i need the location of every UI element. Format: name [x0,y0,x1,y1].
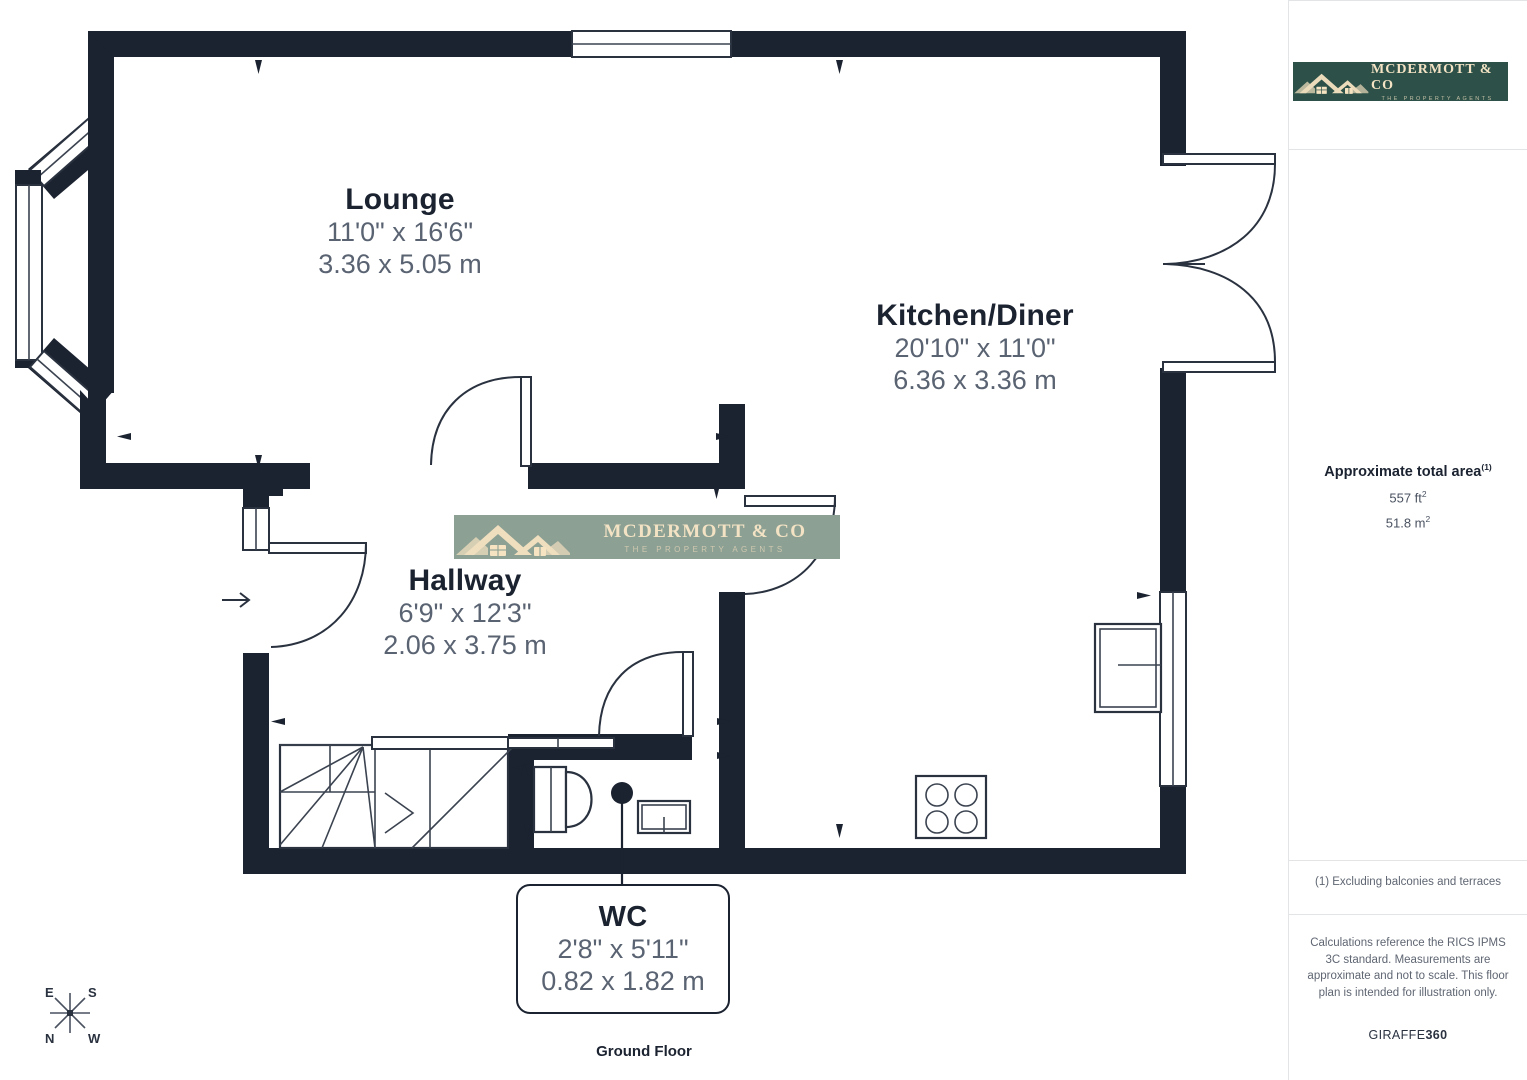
wc-fixtures [532,765,692,835]
provider-credit: GIRAFFE360 [1289,1028,1527,1042]
brand-logo: MCDERMOTT & CO THE PROPERTY AGENTS [1293,62,1508,101]
footnote-excluding-balconies: (1) Excluding balconies and terraces [1314,876,1502,888]
french-doors [1162,153,1276,373]
compass-star [50,993,90,1033]
compass-label-west: W [88,1031,101,1046]
compass-rose: E S N W [30,978,130,1050]
room-name-wc: WC [598,901,648,934]
room-dim-metric-wc: 0.82 x 1.82 m [541,966,705,997]
room-label-wc: WC 2'8" x 5'11" 0.82 x 1.82 m [516,884,730,1014]
total-area-block: Approximate total area(1) 557 ft2 51.8 m… [1289,462,1527,530]
sidebar-divider-footnote [1289,860,1527,861]
door-swings [268,376,836,737]
total-area-footnote-marker: (1) [1481,462,1492,472]
total-area-sqm-value: 51.8 m [1385,515,1426,531]
sqm-exponent: 2 [1425,514,1431,525]
house-roofs-icon [1294,73,1369,94]
disclaimer-text: Calculations reference the RICS IPMS 3C … [1307,937,1509,1000]
floor-plan-canvas[interactable]: .wall { fill:#1b2230; } .thin { fill:non… [0,0,1288,1080]
wall-markers [117,60,1151,838]
watermark-brand-name: MCDERMOTT & CO [603,520,807,542]
provider-name-suffix: 360 [1425,1028,1448,1042]
compass-label-east: E [45,985,54,1000]
watermark-brand-logo: MCDERMOTT & CO THE PROPERTY AGENTS [454,515,840,559]
house-roofs-icon [456,525,570,556]
total-area-title: Approximate total area(1) [1289,462,1527,480]
provider-name-prefix: GIRAFFE [1368,1028,1426,1042]
total-area-sqft-value: 557 ft [1389,490,1422,506]
compass-label-north: N [45,1031,55,1046]
wc-leader-line [611,782,633,884]
windows [242,30,1187,787]
compass-label-south: S [88,985,97,1000]
floor-title: Ground Floor [596,1043,692,1060]
floor-plan-drawing: .wall { fill:#1b2230; } .thin { fill:non… [15,30,1276,1033]
sidebar-divider-logo [1289,149,1527,150]
brand-name: MCDERMOTT & CO [1371,62,1493,93]
sqft-exponent: 2 [1421,488,1427,499]
staircase [278,736,615,850]
entry-direction-arrow [222,592,251,608]
kitchen-fixtures [914,622,1163,840]
sidebar-divider-top [1289,0,1527,1]
brand-tagline: THE PROPERTY AGENTS [1381,95,1494,102]
room-dim-imperial-wc: 2'8" x 5'11" [557,934,689,965]
watermark-brand-tagline: THE PROPERTY AGENTS [624,544,786,554]
info-sidebar: MCDERMOTT & CO THE PROPERTY AGENTS Appro… [1288,0,1527,1080]
total-area-sqm: 51.8 m2 [1289,514,1527,530]
total-area-sqft: 557 ft2 [1289,489,1527,505]
sidebar-divider-disclaimer [1289,914,1527,915]
total-area-title-text: Approximate total area [1324,463,1482,480]
